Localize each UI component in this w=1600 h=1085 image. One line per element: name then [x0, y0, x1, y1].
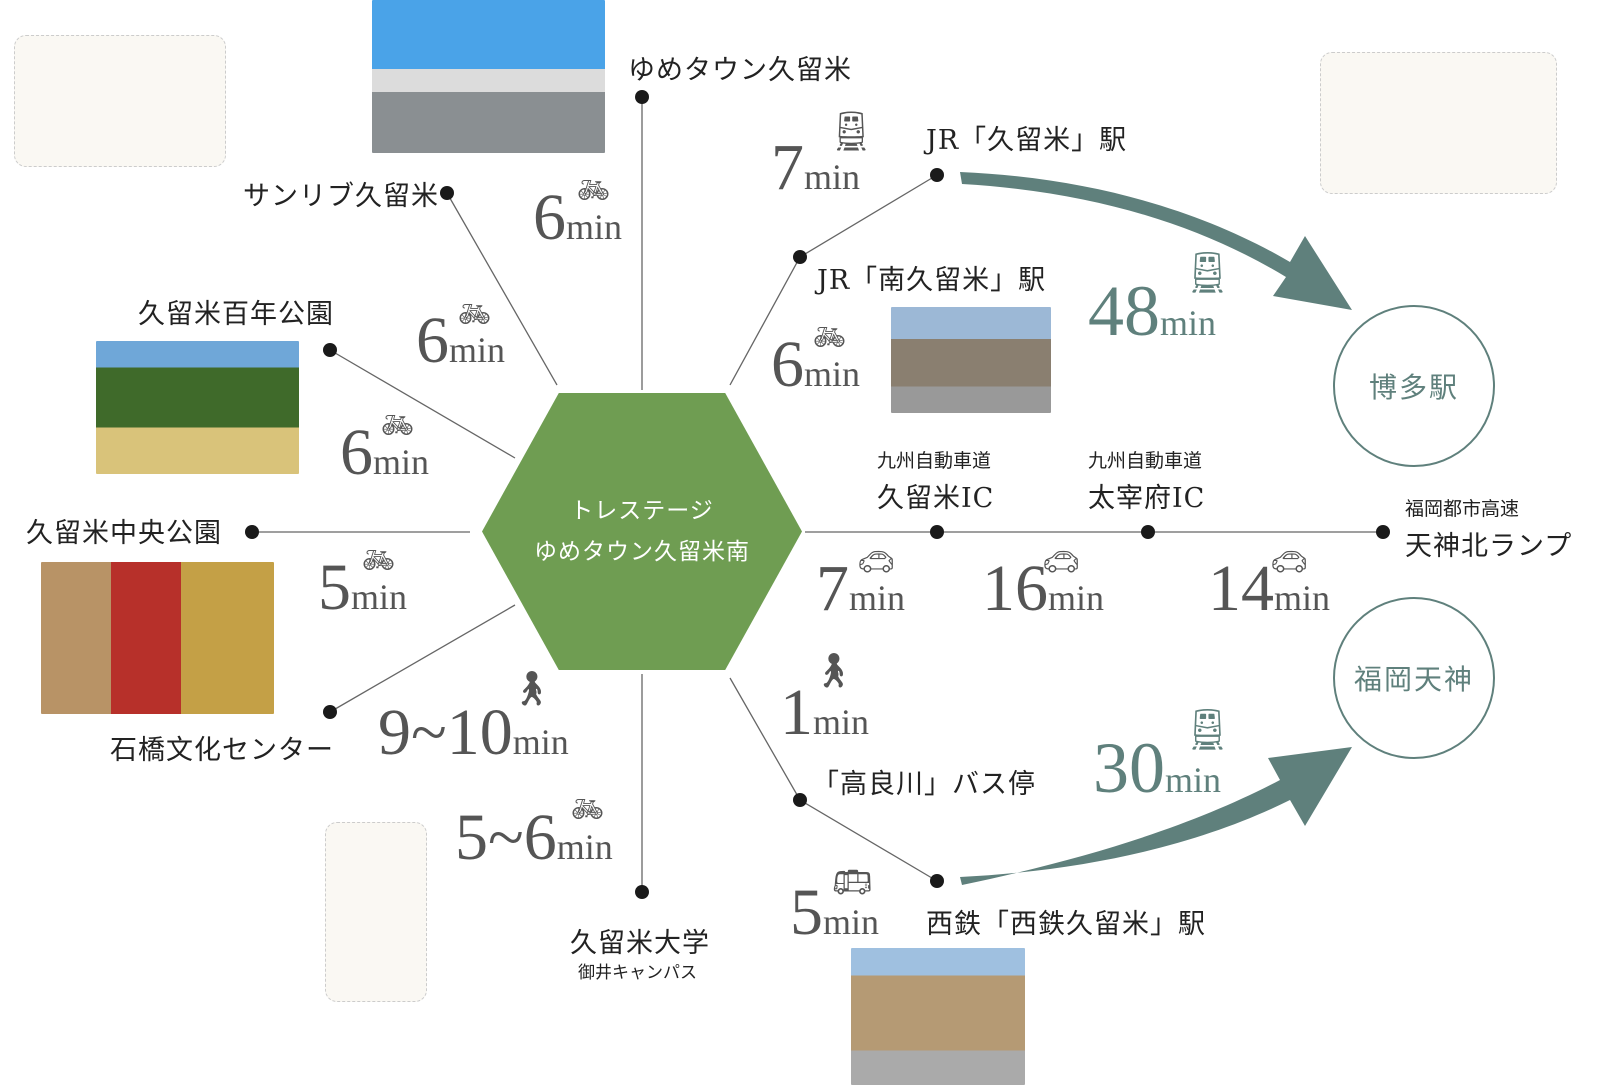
bus-icon: 🚌︎ [832, 863, 873, 901]
car-icon: 🚗︎ [857, 545, 896, 580]
duration-tenjinkita: 14min [1208, 552, 1331, 625]
dest-sunlive-label: サンリブ久留米 [243, 181, 439, 212]
minami-kurume-station-photo [891, 307, 1051, 413]
walking-family-illustration [1320, 52, 1557, 194]
duration-minami-kurume: 6min [771, 328, 861, 401]
kurume-ic-prefix: 九州自動車道 [877, 450, 992, 472]
duration-ishibashi: 9~10min [378, 696, 569, 769]
dest-tenjinkita-label: 天神北ランプ [1405, 531, 1573, 562]
hakata-label: 博多駅 [1368, 371, 1459, 404]
family-portrait-illustration [325, 822, 427, 1002]
duration-kurume-station: 7min [771, 131, 861, 204]
picnic-family-illustration [14, 35, 226, 167]
walking-icon: 🚶︎ [510, 669, 554, 709]
train-icon: 🚆︎ [827, 109, 876, 153]
hakata-station-circle: 博多駅 [1333, 305, 1495, 467]
duration-kurume-ic: 7min [816, 552, 906, 625]
duration-hakata: 48min [1088, 271, 1217, 351]
dest-dazaifu-ic-label: 太宰府IC [1088, 483, 1206, 514]
chuo-park-photo [41, 562, 274, 714]
walking-icon: 🚶︎ [812, 651, 856, 691]
nishitetsu-kurume-station-photo [851, 948, 1025, 1085]
arrow-to-tenjin [960, 747, 1352, 885]
arrow-to-hakata [960, 172, 1352, 310]
bicycle-icon: 🚲︎ [577, 176, 611, 206]
train-icon: 🚆︎ [1182, 250, 1233, 296]
dest-chuo-label: 久留米中央公園 [26, 518, 222, 549]
dest-kurume-ic-label: 久留米IC [877, 483, 995, 514]
car-icon: 🚗︎ [1270, 545, 1309, 580]
property-name-line1: トレステージ [570, 497, 714, 524]
dest-youmetown-label: ゆめタウン久留米 [628, 55, 852, 86]
duration-bus-stop: 1min [780, 676, 870, 749]
dest-kurume-station-label: JR「久留米」駅 [926, 125, 1128, 156]
bicycle-icon: 🚲︎ [381, 411, 415, 441]
bicycle-icon: 🚲︎ [458, 300, 492, 330]
dest-hyakunen-label: 久留米百年公園 [138, 299, 334, 330]
duration-tenjin: 30min [1093, 728, 1222, 808]
tenjinkita-prefix: 福岡都市高速 [1405, 498, 1520, 520]
dest-ishibashi-label: 石橋文化センター [110, 735, 334, 766]
dest-bus-stop-label: 「高良川」バス停 [812, 769, 1036, 800]
duration-sunlive: 6min [416, 304, 506, 377]
bicycle-icon: 🚲︎ [362, 546, 396, 576]
duration-dazaifu-ic: 16min [982, 552, 1105, 625]
dest-nishitetsu-label: 西鉄「西鉄久留米」駅 [926, 909, 1206, 940]
dest-minami-kurume-label: JR「南久留米」駅 [817, 265, 1047, 296]
duration-chuo: 5min [318, 551, 408, 624]
train-icon: 🚆︎ [1182, 707, 1233, 753]
hyakunen-park-photo [96, 341, 299, 474]
duration-nishitetsu: 5min [790, 876, 880, 949]
property-hexagon: トレステージ ゆめタウン久留米南 [482, 393, 802, 670]
duration-hyakunen: 6min [340, 416, 430, 489]
dazaifu-ic-prefix: 九州自動車道 [1088, 450, 1203, 472]
tenjin-label: 福岡天神 [1353, 663, 1474, 696]
dest-university-label: 久留米大学 [570, 928, 710, 959]
fukuoka-tenjin-circle: 福岡天神 [1333, 597, 1495, 759]
duration-university: 5~6min [455, 801, 613, 874]
car-icon: 🚗︎ [1042, 545, 1081, 580]
youmetown-photo [372, 0, 605, 153]
dest-university-campus: 御井キャンパス [578, 963, 697, 983]
property-name-line2: ゆめタウン久留米南 [534, 538, 750, 565]
bicycle-icon: 🚲︎ [571, 795, 605, 825]
duration-youmetown: 6min [533, 181, 623, 254]
bicycle-icon: 🚲︎ [813, 323, 847, 353]
